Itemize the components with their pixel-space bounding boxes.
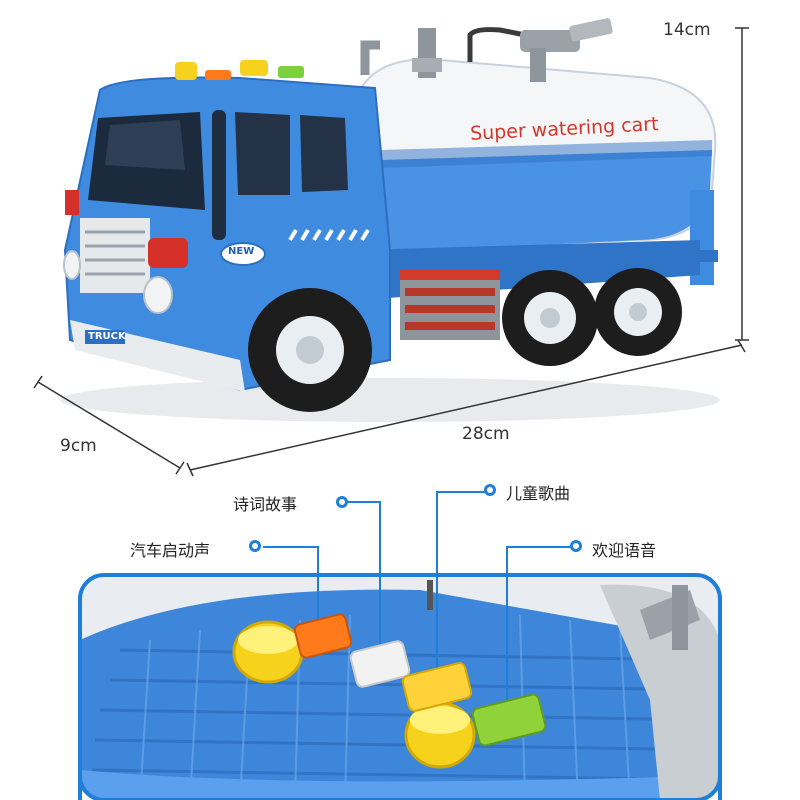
callout-label-engine-start-sound: 汽车启动声 [130, 541, 211, 560]
dimension-height-label: 14cm [663, 20, 711, 40]
detail-panel-photo [80, 575, 720, 800]
callout-poem-story-icon [336, 496, 348, 508]
callout-leaders [263, 491, 575, 703]
callout-label-welcome-voice: 欢迎语音 [592, 541, 657, 560]
callout-label-kids-songs: 儿童歌曲 [506, 484, 571, 503]
callout-welcome-voice-icon [570, 540, 582, 552]
wheels [248, 268, 682, 412]
dimension-lines [33, 27, 749, 477]
cab-badge: NEW [228, 246, 255, 257]
dimension-width-label: 9cm [60, 436, 97, 456]
callout-engine-start-sound-icon [249, 540, 261, 552]
callout-label-poem-story: 诗词故事 [233, 495, 298, 514]
bumper-text: TRUCK [88, 331, 126, 342]
callout-kids-songs-icon [484, 484, 496, 496]
water-tank [359, 18, 718, 285]
dimension-length-label: 28cm [462, 424, 510, 444]
